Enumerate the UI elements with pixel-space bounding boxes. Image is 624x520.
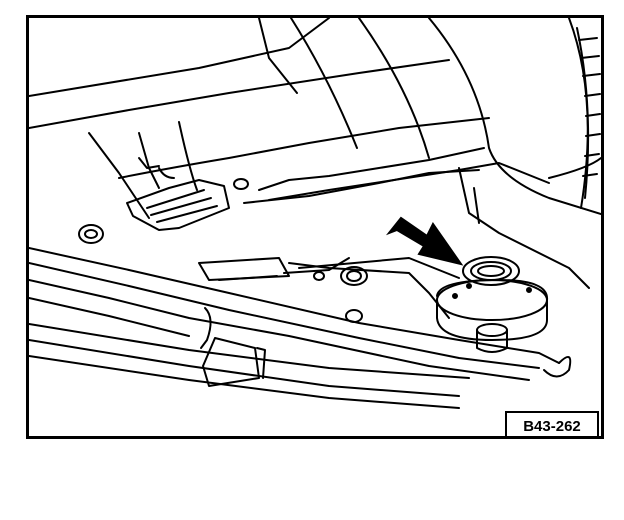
fuel-tank-strap-clip (126, 121, 249, 231)
technical-illustration: B43-262 (26, 15, 604, 439)
ribbed-cover (568, 18, 601, 209)
fuel-tank-strap (29, 247, 572, 409)
transmission-housing (29, 18, 601, 289)
drawing (29, 18, 601, 409)
figure-label: B43-262 (505, 411, 599, 436)
rubber-mount-bush (436, 256, 549, 353)
indicator-arrow (385, 216, 464, 266)
mounting-plate (78, 224, 460, 323)
